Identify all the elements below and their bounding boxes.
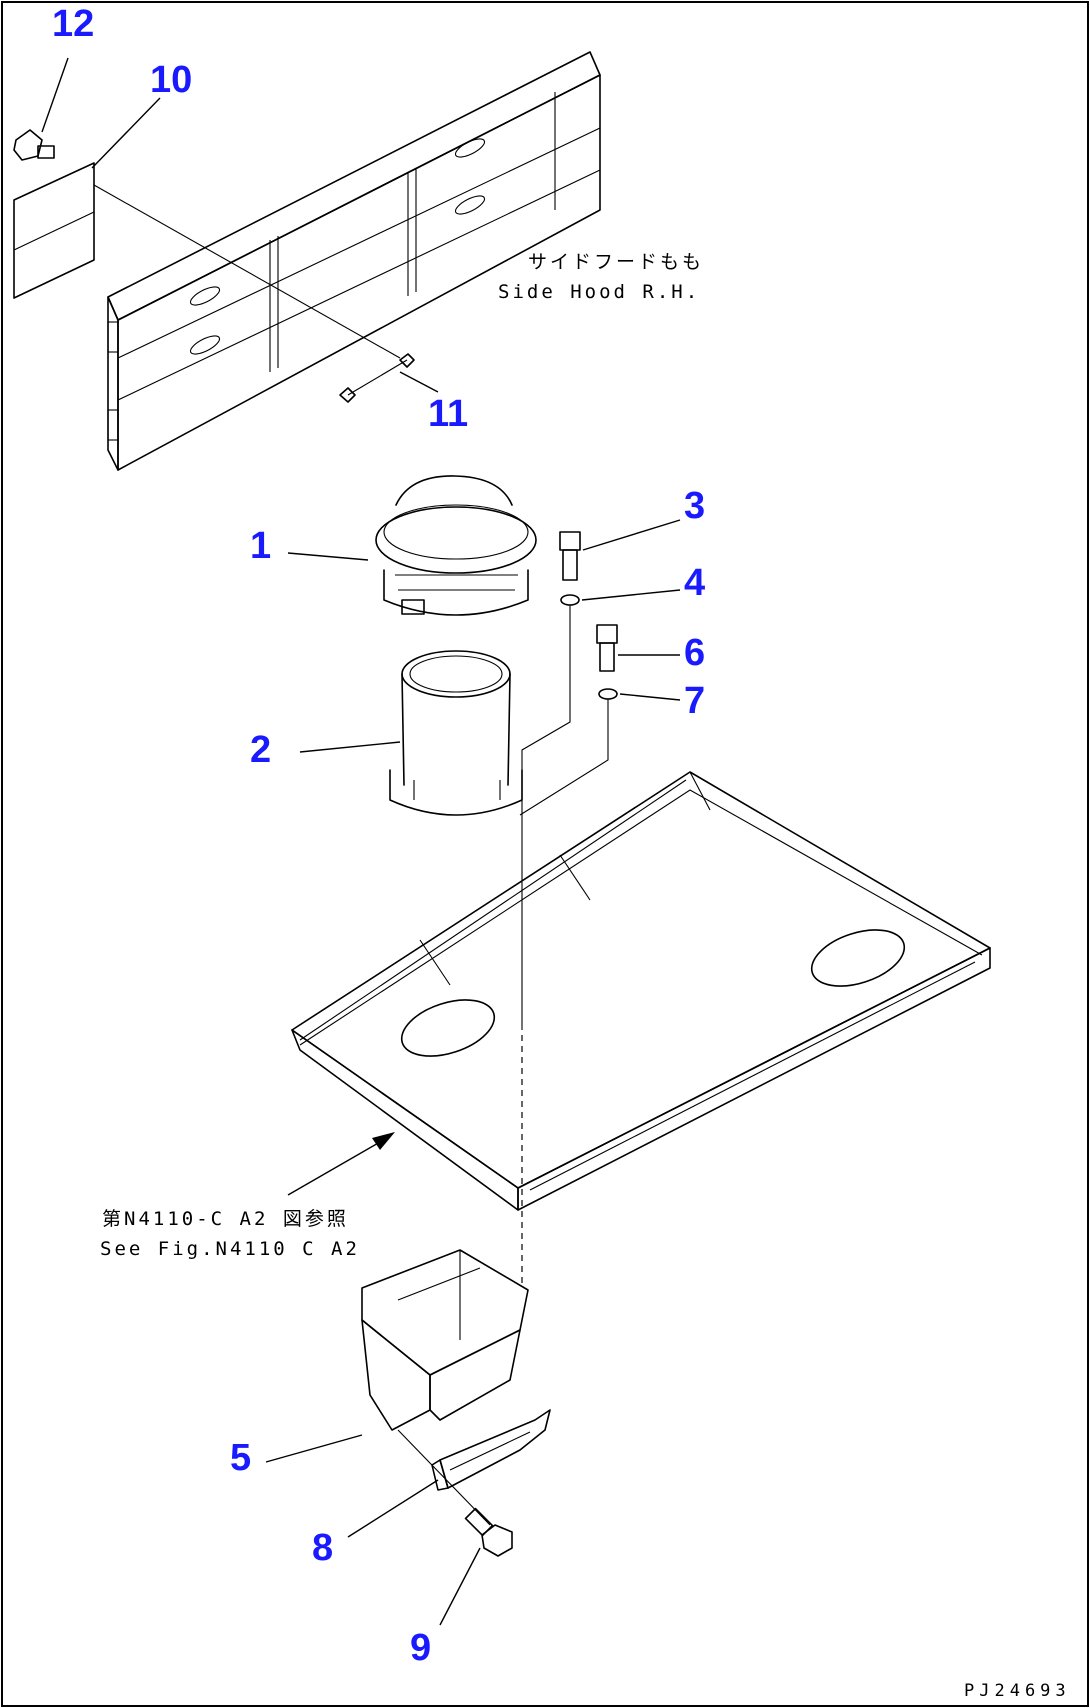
callout-5: 5 bbox=[230, 1437, 251, 1479]
plate-dashed-link bbox=[93, 184, 401, 359]
bolt-6 bbox=[596, 624, 618, 672]
washer-7 bbox=[598, 688, 618, 700]
callout-1: 1 bbox=[250, 525, 271, 567]
see-fig-en-label: See Fig.N4110 C A2 bbox=[100, 1238, 360, 1260]
duct-5 bbox=[361, 1249, 529, 1431]
callout-12: 12 bbox=[52, 3, 94, 45]
cover-plate-10 bbox=[13, 162, 95, 299]
air-cleaner-cap-1 bbox=[375, 475, 537, 616]
side-hood-jp-label: サイドフードもも bbox=[528, 251, 704, 273]
assembly-line-7 bbox=[519, 699, 609, 816]
callout-3: 3 bbox=[684, 485, 705, 527]
assembly-line-4 bbox=[521, 605, 571, 1030]
see-fig-jp-label: 第N4110-C A2 図参照 bbox=[102, 1208, 349, 1230]
bolt-9 bbox=[397, 1429, 513, 1557]
drawing-number: PJ24693 bbox=[964, 1681, 1071, 1701]
callout-2: 2 bbox=[250, 729, 271, 771]
intake-pipe-2 bbox=[389, 650, 523, 816]
washer-4 bbox=[560, 594, 580, 606]
side-hood-panel bbox=[107, 51, 601, 471]
callout-11: 11 bbox=[428, 393, 468, 435]
bracket-8 bbox=[431, 1409, 551, 1491]
bolt-3 bbox=[559, 531, 581, 581]
callout-7: 7 bbox=[684, 680, 705, 722]
callout-9: 9 bbox=[410, 1627, 431, 1669]
side-hood-en-label: Side Hood R.H. bbox=[498, 281, 700, 303]
callout-10: 10 bbox=[150, 59, 192, 101]
callout-6: 6 bbox=[684, 632, 705, 674]
callout-8: 8 bbox=[312, 1527, 333, 1569]
top-cover-plate bbox=[291, 771, 991, 1211]
leader-lines bbox=[41, 57, 681, 1626]
callout-4: 4 bbox=[684, 562, 705, 604]
washer-11 bbox=[339, 353, 415, 403]
see-fig-arrow bbox=[287, 1132, 395, 1196]
bolt-12 bbox=[13, 129, 55, 161]
